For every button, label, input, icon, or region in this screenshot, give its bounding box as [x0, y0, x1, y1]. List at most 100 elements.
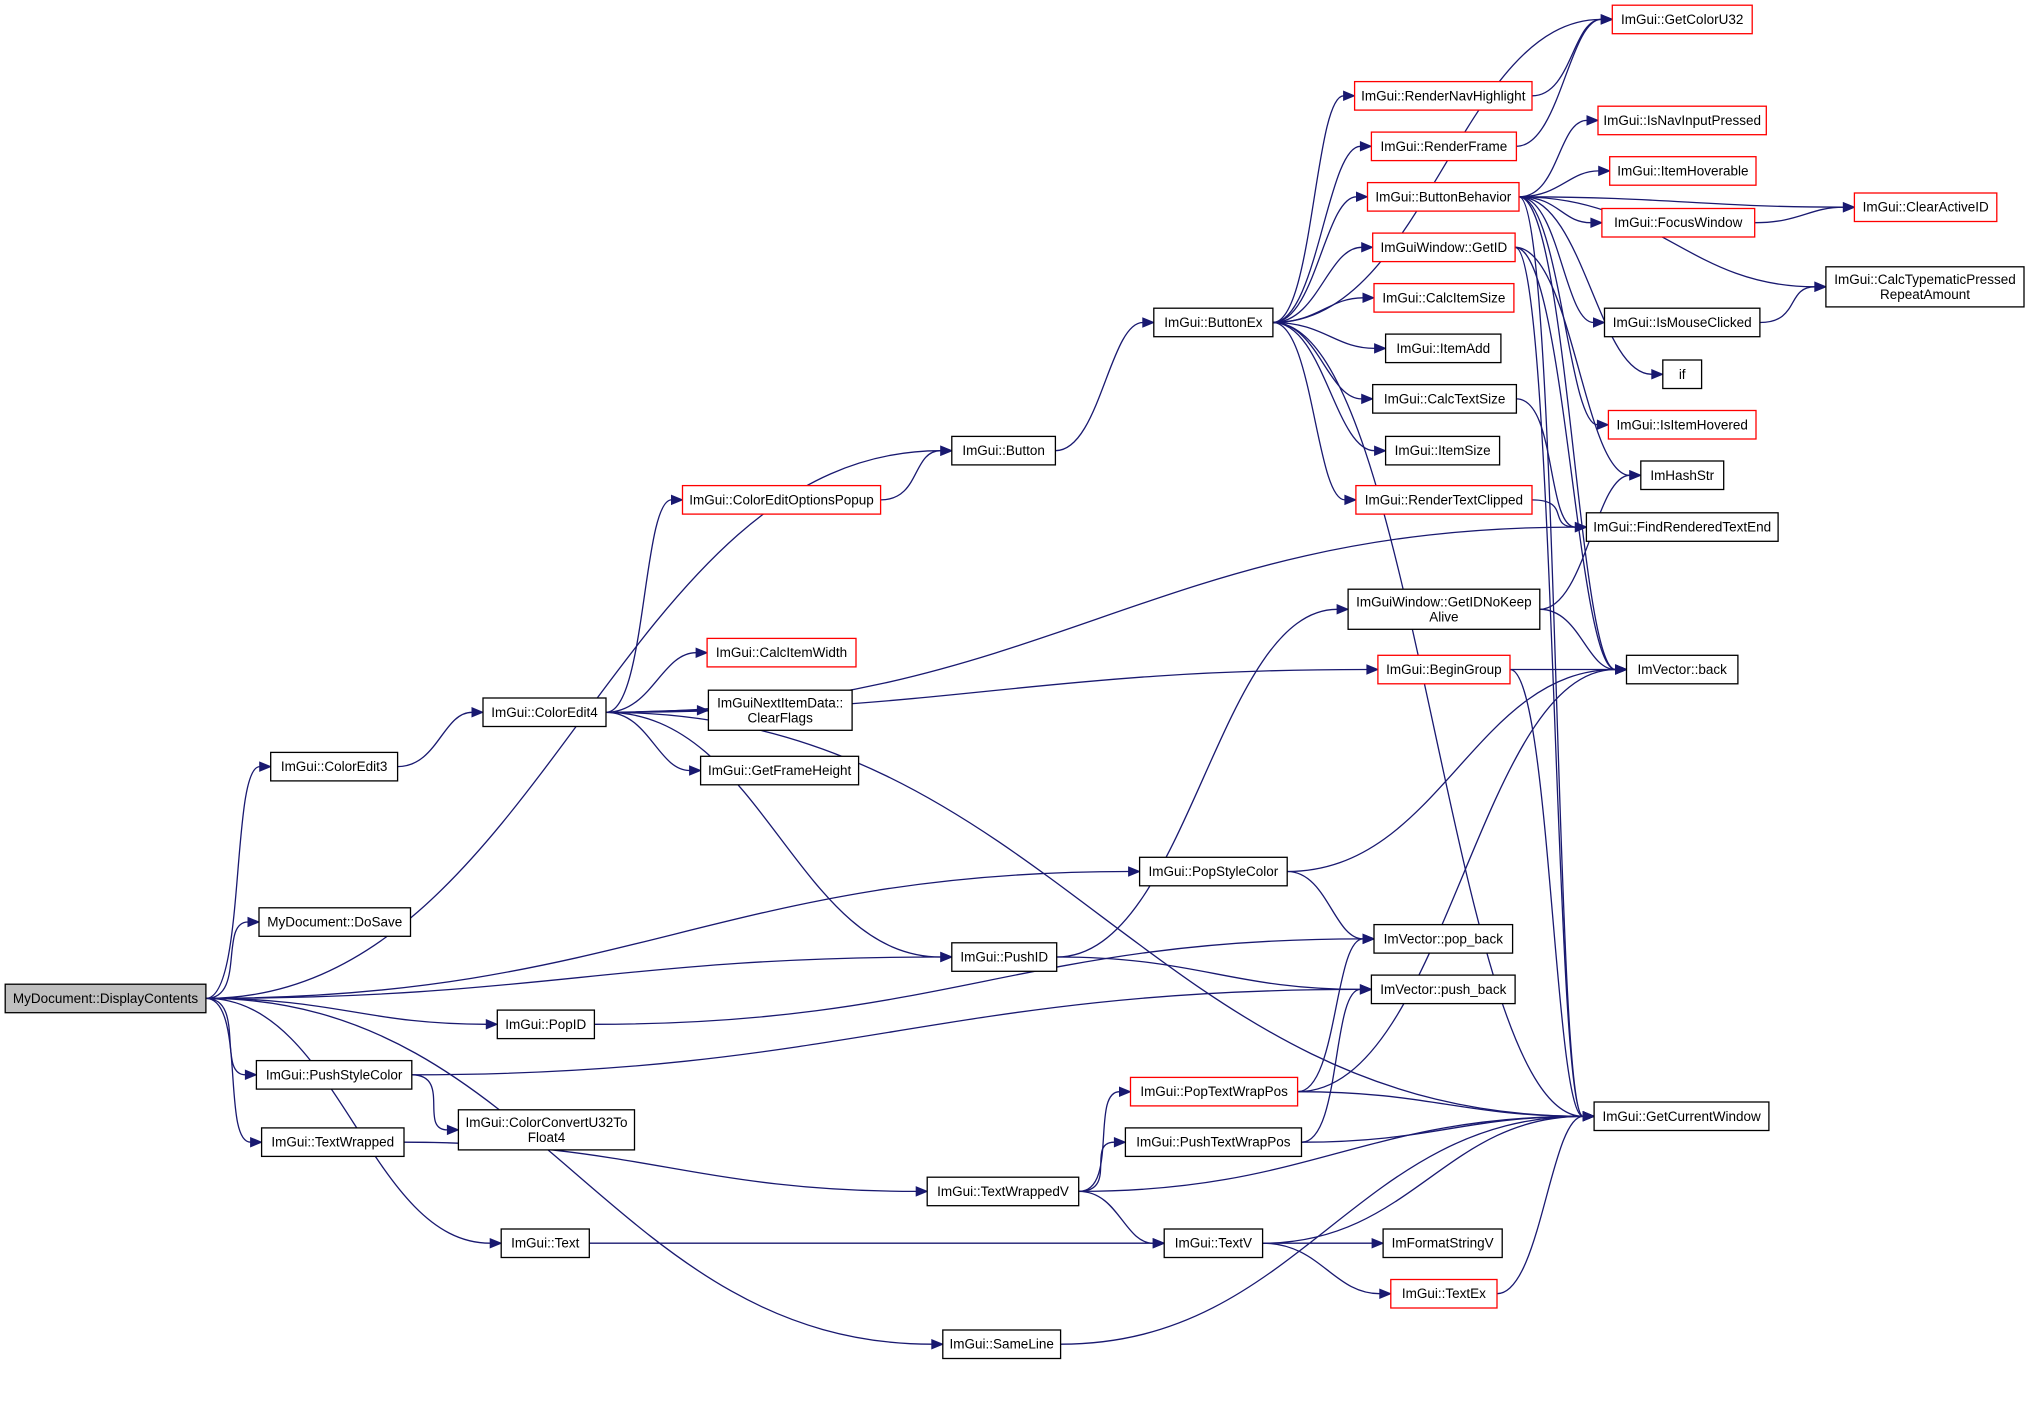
- node-label: ImGui::ItemHoverable: [1617, 163, 1748, 178]
- node-calctextsize[interactable]: ImGui::CalcTextSize: [1372, 383, 1518, 414]
- node-box: [1355, 484, 1533, 515]
- edge-coloredit4-to-pushid: [606, 711, 954, 963]
- node-itemsize[interactable]: ImGui::ItemSize: [1384, 435, 1501, 466]
- edge-buttonbehavior-to-ismouseclicked: [1518, 196, 1606, 328]
- arrowhead: [1600, 14, 1614, 25]
- edge-getid-to-imhashstr: [1515, 246, 1643, 481]
- node-label: ImGuiWindow::GetID: [1381, 240, 1508, 255]
- node-rendernavhighlight[interactable]: ImGui::RenderNavHighlight: [1353, 80, 1533, 111]
- node-sameline[interactable]: ImGui::SameLine: [942, 1329, 1062, 1360]
- arrowhead: [1152, 1237, 1166, 1249]
- node-dosave[interactable]: MyDocument::DoSave: [258, 907, 412, 937]
- node-box: [1153, 307, 1274, 338]
- edges-layer: [205, 14, 1856, 1350]
- node-calcitemsize[interactable]: ImGui::CalcItemSize: [1373, 282, 1515, 313]
- node-box: [1124, 1127, 1303, 1158]
- edge-poptextwrappos-to-back: [1297, 664, 1628, 1093]
- node-getid[interactable]: ImGuiWindow::GetID: [1372, 232, 1516, 263]
- node-back[interactable]: ImVector::back: [1625, 654, 1739, 685]
- node-box: [1593, 1101, 1770, 1132]
- arrowhead: [1814, 281, 1828, 293]
- node-isitemhovered[interactable]: ImGui::IsItemHovered: [1607, 409, 1757, 440]
- node-box: [926, 1176, 1080, 1207]
- node-box: [1373, 282, 1515, 313]
- node-text[interactable]: ImGui::Text: [500, 1228, 590, 1259]
- edge-root-to-textwrapped: [205, 997, 263, 1148]
- edge-root-to-pushstylecolor: [205, 997, 258, 1081]
- node-pushstylecolor[interactable]: ImGui::PushStyleColor: [255, 1059, 413, 1090]
- node-itemadd[interactable]: ImGui::ItemAdd: [1384, 333, 1502, 364]
- node-isnavinputpressed[interactable]: ImGui::IsNavInputPressed: [1597, 105, 1767, 136]
- node-coloredit4[interactable]: ImGui::ColorEdit4: [482, 697, 607, 728]
- node-textv[interactable]: ImGui::TextV: [1163, 1228, 1264, 1259]
- edge-rendernavhighlight-to-getcoloru32: [1531, 14, 1614, 97]
- node-label: ImGui::PushID: [960, 950, 1048, 965]
- arrowhead: [1629, 470, 1643, 481]
- edge-buttonex-to-calcitemsize: [1272, 292, 1376, 324]
- node-textwrapped[interactable]: ImGui::TextWrapped: [260, 1127, 405, 1158]
- node-box: [482, 697, 607, 728]
- node-getcurrentwindow[interactable]: ImGui::GetCurrentWindow: [1593, 1101, 1770, 1132]
- node-imformatstringv[interactable]: ImFormatStringV: [1382, 1228, 1503, 1259]
- node-label: ImGui::GetCurrentWindow: [1602, 1109, 1761, 1124]
- arrowhead: [446, 1124, 460, 1136]
- node-popback[interactable]: ImVector::pop_back: [1373, 923, 1514, 954]
- node-coloredit3[interactable]: ImGui::ColorEdit3: [270, 751, 399, 782]
- node-textex[interactable]: ImGui::TextEx: [1390, 1278, 1498, 1309]
- node-label: ImGui::ColorEditOptionsPopup: [689, 492, 874, 507]
- node-focuswindow[interactable]: ImGui::FocusWindow: [1601, 207, 1756, 238]
- node-root[interactable]: MyDocument::DisplayContents: [4, 983, 207, 1014]
- node-popstylecolor[interactable]: ImGui::PopStyleColor: [1138, 856, 1288, 887]
- arrowhead: [1336, 604, 1350, 615]
- node-box: [260, 1127, 405, 1158]
- edge-buttonex-to-rendertextclipped: [1272, 321, 1358, 506]
- node-label: ImGui::ButtonBehavior: [1375, 189, 1511, 204]
- edge-buttonbehavior-to-itemhoverable: [1518, 165, 1612, 198]
- node-itemhoverable[interactable]: ImGui::ItemHoverable: [1609, 156, 1757, 186]
- arrowhead: [244, 1069, 258, 1081]
- node-label: ImVector::back: [1638, 662, 1728, 677]
- node-findrenderedtextend[interactable]: ImGui::FindRenderedTextEnd: [1585, 512, 1779, 542]
- node-label: ImGuiWindow::GetIDNoKeep: [1356, 594, 1532, 609]
- arrowhead: [1590, 217, 1604, 228]
- node-getcoloru32[interactable]: ImGui::GetColorU32: [1611, 4, 1753, 35]
- node-box: [258, 907, 412, 937]
- node-poptextwrappos[interactable]: ImGui::PopTextWrapPos: [1129, 1076, 1299, 1107]
- node-clearactiveid[interactable]: ImGui::ClearActiveID: [1853, 192, 1998, 223]
- arrowhead: [695, 647, 709, 658]
- node-pushtextwrappos[interactable]: ImGui::PushTextWrapPos: [1124, 1127, 1303, 1158]
- node-box: [1138, 856, 1288, 887]
- node-clearflags[interactable]: ImGuiNextItemData::ClearFlags: [707, 689, 853, 731]
- node-rendertextclipped[interactable]: ImGui::RenderTextClipped: [1355, 484, 1533, 515]
- node-begingroup[interactable]: ImGui::BeginGroup: [1377, 654, 1511, 685]
- node-imhashstr[interactable]: ImHashStr: [1640, 460, 1725, 491]
- node-textwrappedv[interactable]: ImGui::TextWrappedV: [926, 1176, 1080, 1207]
- node-box: [707, 689, 853, 731]
- node-buttonbehavior[interactable]: ImGui::ButtonBehavior: [1366, 181, 1520, 212]
- edge-buttonex-to-itemsize: [1272, 321, 1387, 456]
- node-label: ImGui::GetColorU32: [1621, 12, 1743, 27]
- node-if[interactable]: if: [1662, 359, 1703, 390]
- node-buttonex[interactable]: ImGui::ButtonEx: [1153, 307, 1274, 338]
- node-box: [681, 484, 882, 515]
- edge-textwrappedv-to-poptextwrappos: [1078, 1086, 1132, 1193]
- edge-buttonex-to-buttonbehavior: [1272, 191, 1369, 324]
- node-coloreditoptionspopup[interactable]: ImGui::ColorEditOptionsPopup: [681, 484, 882, 515]
- edge-pushstylecolor-to-colorconvert: [411, 1074, 460, 1136]
- node-ismouseclicked[interactable]: ImGui::IsMouseClicked: [1603, 307, 1761, 338]
- edge-root-to-dosave: [205, 916, 261, 1000]
- node-popid[interactable]: ImGui::PopID: [496, 1009, 596, 1040]
- edge-coloredit4-to-calcitemwidth: [606, 647, 709, 713]
- node-box: [1390, 1278, 1498, 1309]
- arrowhead: [1343, 90, 1356, 102]
- node-button[interactable]: ImGui::Button: [951, 435, 1057, 466]
- node-pushid[interactable]: ImGui::PushID: [951, 942, 1058, 972]
- node-getframeheight[interactable]: ImGui::GetFrameHeight: [699, 755, 860, 786]
- arrowhead: [1344, 494, 1358, 506]
- node-pushback[interactable]: ImVector::push_back: [1370, 974, 1516, 1005]
- node-calcitemwidth[interactable]: ImGui::CalcItemWidth: [706, 637, 857, 668]
- node-renderframe[interactable]: ImGui::RenderFrame: [1370, 131, 1518, 162]
